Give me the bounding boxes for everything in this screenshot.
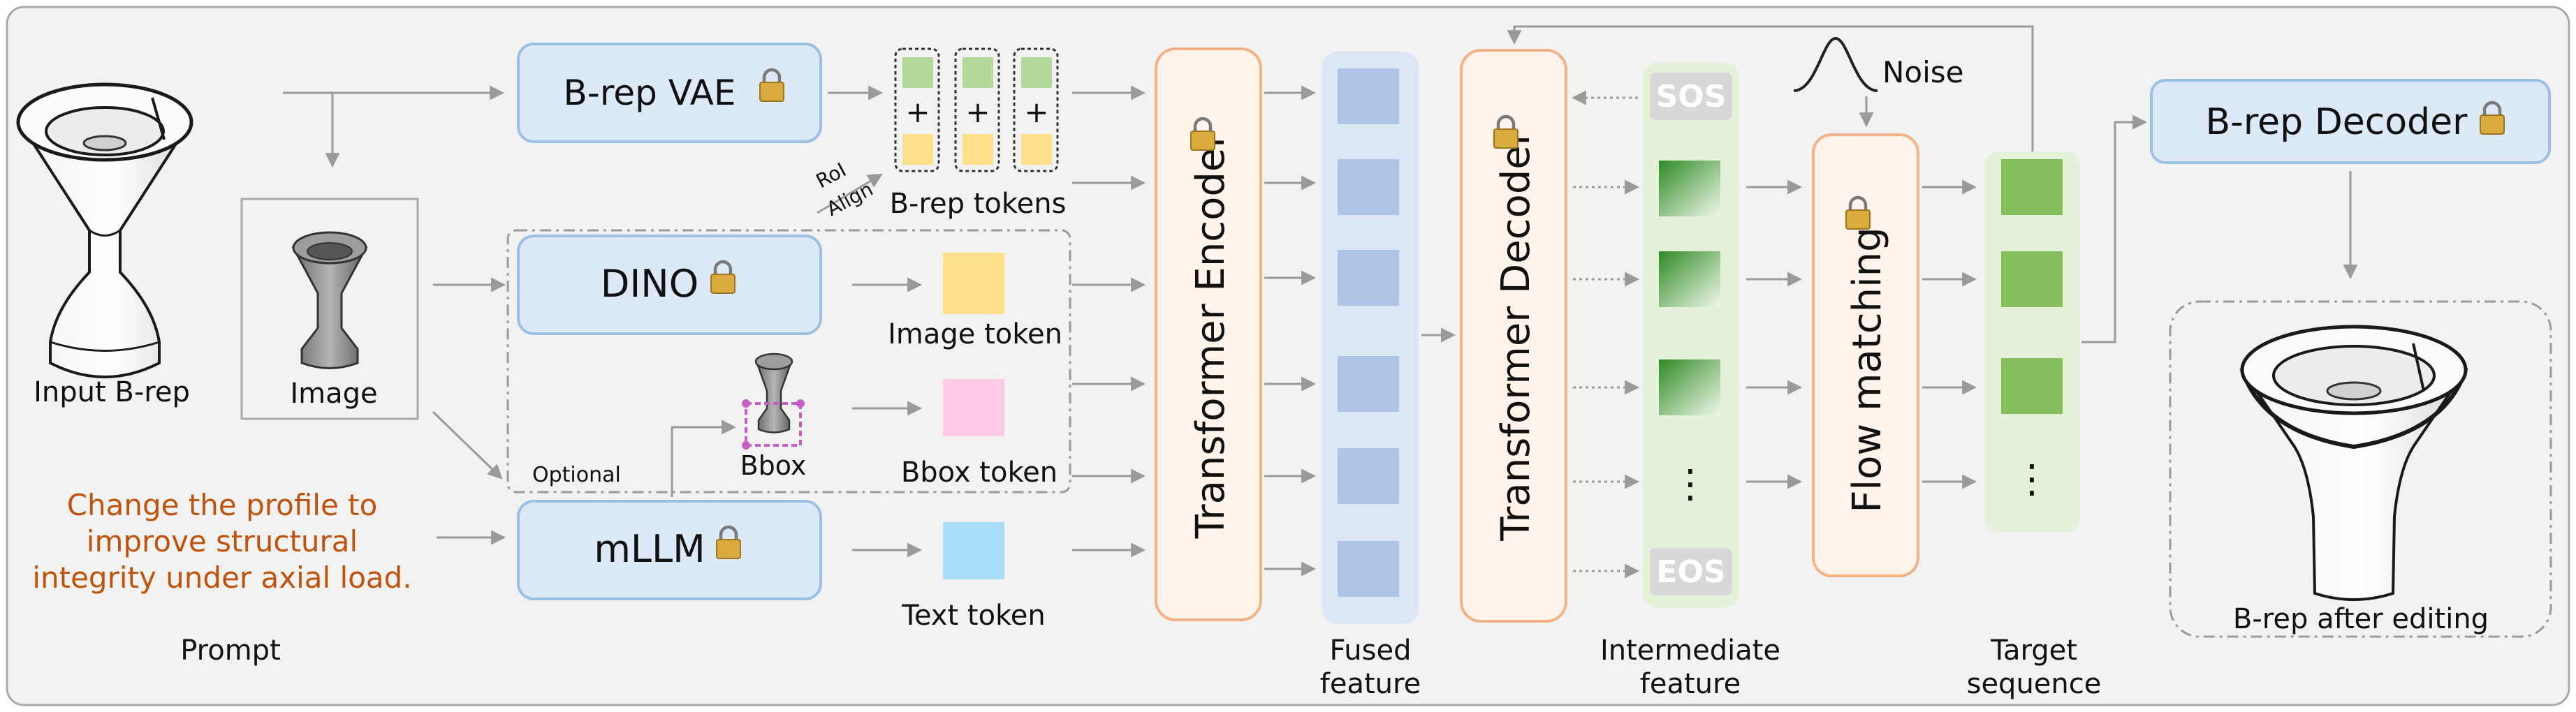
dino-module: DINO: [517, 235, 822, 335]
image-render: [291, 231, 368, 369]
mllm-label: mLLM: [594, 527, 705, 571]
arrow-autoregressive-feedback: [1507, 25, 2034, 154]
bbox-label: Bbox: [740, 450, 807, 481]
arrow-input-to-image: [300, 91, 340, 168]
target-label-2: sequence: [1967, 668, 2102, 700]
image-token-label: Image token: [888, 318, 1062, 350]
brep-tokens: + + +: [894, 47, 1059, 172]
mllm-module: mLLM: [517, 500, 822, 600]
intermediate-feature: SOS ⋮ EOS: [1643, 63, 1739, 607]
arrow-image-to-mllm: [432, 410, 503, 480]
bbox-token-label: Bbox token: [901, 457, 1058, 489]
input-brep-model: [16, 82, 193, 378]
fused-label-2: feature: [1320, 668, 1421, 700]
transformer-decoder-label: Transformer Decoder: [1493, 128, 1539, 541]
target-label-1: Target: [1990, 635, 2077, 667]
bbox-token: [943, 379, 1004, 436]
arrow-mllm-to-bbox: [671, 420, 737, 497]
target-ellipsis: ⋮: [2012, 457, 2051, 502]
image-token: [943, 253, 1004, 314]
brep-after-editing-label: B-rep after editing: [2233, 603, 2489, 635]
intermediate-label-1: Intermediate: [1600, 635, 1780, 667]
brep-vae-label: B-rep VAE: [564, 73, 736, 113]
transformer-encoder-label: Transformer Encoder: [1188, 131, 1234, 540]
text-token-label: Text token: [901, 600, 1045, 632]
brep-tokens-label: B-rep tokens: [890, 188, 1067, 220]
svg-text:+: +: [905, 95, 930, 129]
input-brep-label: Input B-rep: [34, 376, 190, 408]
intermediate-ellipsis: ⋮: [1671, 461, 1710, 507]
eos-token: EOS: [1656, 554, 1725, 590]
sos-token: SOS: [1656, 79, 1727, 114]
image-label: Image: [290, 378, 377, 410]
svg-text:+: +: [965, 95, 990, 129]
prompt-text-line-2: improve structural: [87, 524, 358, 558]
prompt-text-line-3: integrity under axial load.: [32, 561, 411, 595]
brep-vae-module: B-rep VAE: [517, 43, 822, 143]
optional-label: Optional: [532, 463, 621, 487]
flow-matching-module: Flow matching: [1812, 133, 1919, 577]
prompt-text-line-1: Change the profile to: [67, 488, 378, 522]
output-brep-model: [2239, 325, 2468, 601]
bbox-render: [742, 353, 805, 450]
noise-label: Noise: [1882, 55, 1964, 89]
arrow-target-to-brep-decoder: [2081, 114, 2148, 343]
optional-region: [506, 229, 1071, 494]
fused-feature: [1322, 52, 1419, 624]
transformer-decoder: Transformer Decoder: [1460, 49, 1567, 623]
output-frame: [2169, 300, 2552, 638]
prompt-label: Prompt: [180, 635, 281, 667]
brep-decoder-label: B-rep Decoder: [2205, 101, 2468, 143]
image-frame: [240, 198, 419, 420]
target-sequence: ⋮: [1985, 151, 2079, 532]
arrow-roi-align: [817, 173, 883, 214]
gaussian-noise-icon: [1793, 36, 1878, 92]
text-token: [943, 522, 1004, 579]
svg-text:+: +: [1024, 95, 1048, 129]
intermediate-label-2: feature: [1640, 668, 1741, 700]
fused-label-1: Fused: [1329, 635, 1411, 667]
flow-matching-label: Flow matching: [1845, 227, 1890, 512]
brep-decoder-module: B-rep Decoder: [2150, 79, 2551, 164]
transformer-encoder: Transformer Encoder: [1155, 47, 1262, 621]
dino-label: DINO: [601, 262, 698, 306]
